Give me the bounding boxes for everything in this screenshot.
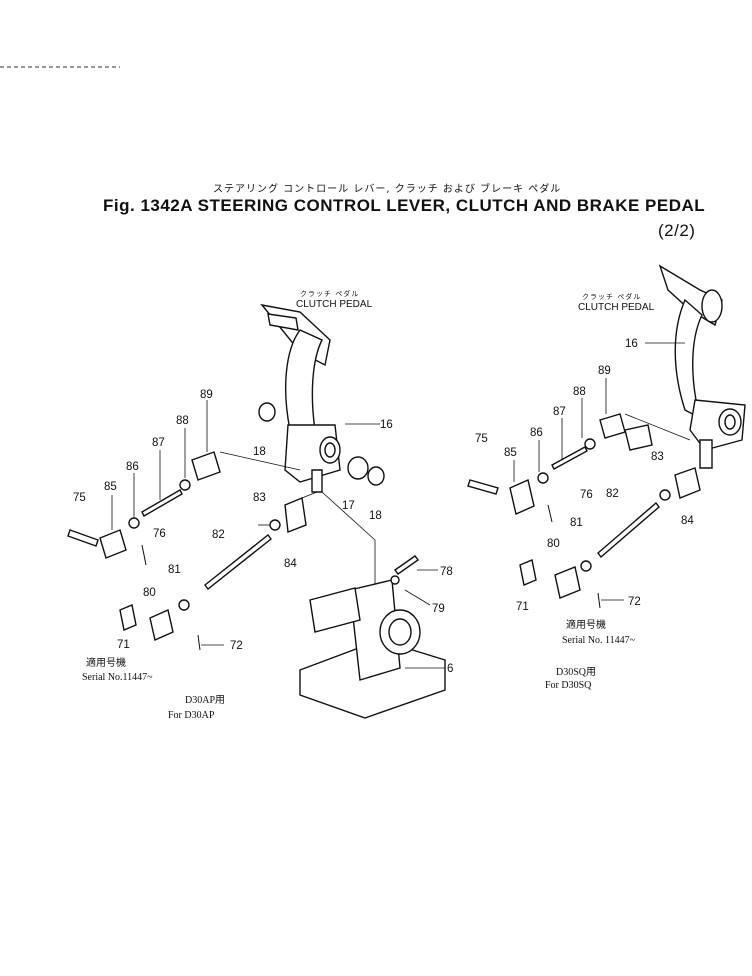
support-bracket-part-6 xyxy=(299,579,446,719)
callout-89: 89 xyxy=(200,389,213,401)
clutch-pedal-part-16-right xyxy=(624,264,746,469)
clevis-part-80 xyxy=(149,609,174,641)
callout-71-right: 71 xyxy=(516,601,529,613)
nut-part-86 xyxy=(128,517,140,529)
callout-6: 6 xyxy=(447,663,453,675)
callout-80-right: 80 xyxy=(547,538,560,550)
callout-76: 76 xyxy=(153,528,166,540)
left-model-japanese: D30AP用 xyxy=(185,695,225,706)
callout-75: 75 xyxy=(73,492,86,504)
callout-80: 80 xyxy=(143,587,156,599)
connector-line xyxy=(219,451,301,471)
rod-part-82-right xyxy=(597,501,660,559)
callout-72: 72 xyxy=(230,640,243,652)
callout-88-right: 88 xyxy=(573,386,586,398)
connector-line xyxy=(301,491,318,499)
connector-line xyxy=(624,413,691,441)
callout-16: 16 xyxy=(380,419,393,431)
rod-part-82 xyxy=(204,534,272,590)
connector-line xyxy=(321,491,376,590)
callout-76-right: 76 xyxy=(580,489,593,501)
pin-part-75 xyxy=(67,529,99,547)
callout-82: 82 xyxy=(212,529,225,541)
nut-part-83 xyxy=(269,519,281,531)
right-model-english: For D30SQ xyxy=(545,680,592,691)
callout-16-right: 16 xyxy=(625,338,638,350)
pin-part-71 xyxy=(119,604,137,631)
callout-71: 71 xyxy=(117,639,130,651)
callout-85-right: 85 xyxy=(504,447,517,459)
callout-88: 88 xyxy=(176,415,189,427)
callout-17: 17 xyxy=(342,500,355,512)
callout-82-right: 82 xyxy=(606,488,619,500)
cotter-pin-part-72-right xyxy=(597,592,601,609)
cotter-pin-part-76-right xyxy=(547,504,553,523)
rod-part-87-right xyxy=(551,446,588,470)
right-assembly-view: クラッチ ペダル CLUTCH PEDAL xyxy=(467,264,746,691)
clevis-part-80-right xyxy=(554,566,581,599)
bushing-part-18-lower xyxy=(367,466,385,486)
clevis-part-85 xyxy=(99,529,127,559)
right-serial-label-japanese: 適用号機 xyxy=(566,618,606,631)
left-heading-japanese: クラッチ ペダル xyxy=(300,289,359,298)
callout-84: 84 xyxy=(284,558,297,570)
rod-part-87 xyxy=(141,489,183,517)
clevis-part-89 xyxy=(191,451,221,481)
callout-84-right: 84 xyxy=(681,515,694,527)
callout-75-right: 75 xyxy=(475,433,488,445)
left-serial-label-japanese: 適用号機 xyxy=(86,656,126,669)
clevis-part-89-right xyxy=(599,413,626,439)
clevis-part-85-right xyxy=(509,479,535,515)
nut-part-81-right xyxy=(580,560,592,572)
left-serial-number: Serial No.11447~ xyxy=(82,672,153,683)
nut-part-81 xyxy=(178,599,190,611)
right-serial-number: Serial No. 11447~ xyxy=(562,635,636,646)
cotter-pin-part-72 xyxy=(197,634,201,651)
callout-18-upper: 18 xyxy=(253,446,266,458)
callout-78: 78 xyxy=(440,566,453,578)
callout-85: 85 xyxy=(104,481,117,493)
bearing-part-17 xyxy=(347,456,369,480)
right-heading-clutch-pedal: CLUTCH PEDAL xyxy=(578,302,655,313)
bushing-part-18-upper xyxy=(258,402,276,422)
callout-89-right: 89 xyxy=(598,365,611,377)
left-model-english: For D30AP xyxy=(168,710,215,721)
callout-87: 87 xyxy=(152,437,165,449)
callout-87-right: 87 xyxy=(553,406,566,418)
callout-81-right: 81 xyxy=(570,517,583,529)
right-model-japanese: D30SQ用 xyxy=(556,667,596,678)
clutch-pedal-part-16 xyxy=(260,303,341,493)
pin-part-71-right xyxy=(519,559,537,586)
left-heading-clutch-pedal: CLUTCH PEDAL xyxy=(296,299,373,310)
figure-title: Fig. 1342A STEERING CONTROL LEVER, CLUTC… xyxy=(103,196,705,215)
cotter-pin-part-76 xyxy=(141,544,147,566)
callout-83: 83 xyxy=(253,492,266,504)
leader-line xyxy=(404,589,431,606)
right-heading-japanese: クラッチ ペダル xyxy=(582,292,641,301)
callout-83-right: 83 xyxy=(651,451,664,463)
callout-81: 81 xyxy=(168,564,181,576)
washer-part-79 xyxy=(390,575,400,585)
nut-part-83-right xyxy=(659,489,671,501)
figure-page-indicator: (2/2) xyxy=(658,221,695,240)
nut-part-86-right xyxy=(537,472,549,484)
pin-part-75-right xyxy=(467,479,499,495)
callout-86-right: 86 xyxy=(530,427,543,439)
clevis-part-84-right xyxy=(674,467,701,499)
nut-part-88 xyxy=(179,479,191,491)
callout-86: 86 xyxy=(126,461,139,473)
callout-18-lower: 18 xyxy=(369,510,382,522)
callout-79: 79 xyxy=(432,603,445,615)
callout-72-right: 72 xyxy=(628,596,641,608)
nut-part-88-right xyxy=(584,438,596,450)
clevis-part-84 xyxy=(284,497,307,533)
left-assembly-view: クラッチ ペダル CLUTCH PEDAL xyxy=(67,289,453,721)
title-japanese: ステアリング コントロール レバー, クラッチ および ブレーキ ペダル xyxy=(213,182,561,195)
bolt-part-78 xyxy=(394,555,419,575)
